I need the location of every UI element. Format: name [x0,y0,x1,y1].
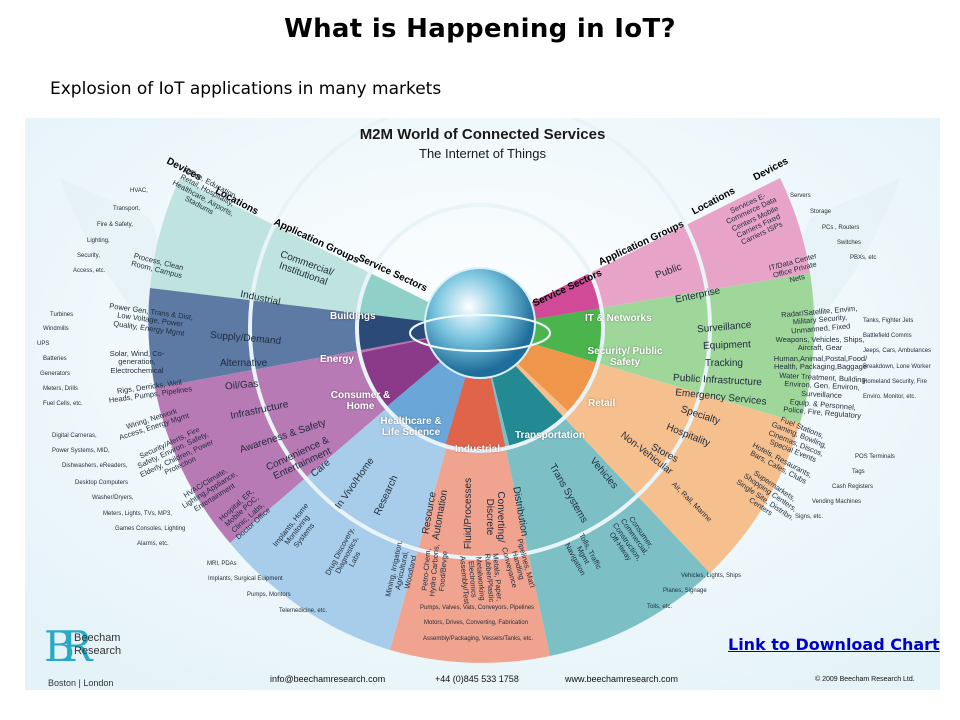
dev-buildings-1: Transport, [113,206,141,212]
dev-consumer-3: Desktop Computers [75,480,129,486]
dev-retail-3: Vending Machines [812,499,862,505]
dev-trans-2: Tolls, etc. [647,604,673,610]
footer-website: www.beechamresearch.com [565,674,679,684]
dev-buildings-5: Access, etc. [73,268,106,274]
sector-healthcare: Healthcare & Life Science [380,416,442,438]
dev-health-1: Implants, Surgical Euipment [208,576,283,582]
sector-buildings: Buildings [330,311,376,322]
dev-consumer-6: Games Consoles, Lighting [115,526,186,532]
dev-buildings-4: Security, [77,253,100,259]
sector-retail: Retail [588,398,616,409]
group-alternative: Alternative [220,358,268,369]
dev-energy-2: UPS [37,341,50,347]
dev-retail-0: POS Terminals [855,454,895,460]
dev-energy-6: Fuel Cells, etc. [43,401,83,407]
group-equipment: Equipment [702,339,751,352]
dev-retail-2: Cash Registers [832,484,874,490]
dev-health-0: MRI, PDAs [207,561,237,567]
dev-buildings-3: Lighting, [87,238,110,244]
dev-energy-4: Generators [40,371,71,377]
dev-security-4: Homeland Security, Fire [863,379,927,385]
slide-subtitle: Explosion of IoT applications in many ma… [50,79,442,99]
dev-energy-0: Turbines [50,312,74,318]
dev-consumer-0: Digital Carneras, [52,433,97,439]
dev-buildings-0: HVAC, [130,188,148,194]
logo-name-line1: Beecham [74,632,121,644]
dev-it-2: PCs , Routers [822,225,860,231]
dev-consumer-4: Washer/Dryers, [92,495,134,501]
dev-retail-4: Signs, etc. [795,514,824,520]
dev-security-0: Tanks, Fighter Jets [863,318,914,324]
diagram-graphic [25,118,940,690]
dev-it-3: Switches [837,240,862,246]
dev-energy-3: Batteries [43,356,67,362]
dev-security-3: Breakdown, Lone Worker [863,364,931,370]
dev-industrial-2: Assembly/Packaging, Vessels/Tanks, etc. [423,636,534,642]
group-tracking: Tracking [705,358,743,369]
dev-energy-5: Meters, Drills [43,386,79,392]
loc-energy-alternative: Solar, Wind, Co-generation, Electrochemi… [109,349,165,375]
dev-consumer-5: Meters, Lights, TVs, MP3, [103,511,172,517]
dev-trans-1: Planes, Signage [663,588,707,594]
beecham-logo: BR Beecham Research Boston | London [40,626,160,689]
footer-phone: +44 (0)845 533 1758 [435,674,519,684]
sector-energy: Energy [320,354,354,365]
dev-buildings-2: Fire & Safety, [97,222,133,228]
sector-transportation: Transportation [515,430,586,441]
dev-security-1: Battlefield Comms [863,333,912,339]
dev-security-2: Jeeps, Cars, Ambulances [863,348,932,354]
dev-it-0: Servers [790,193,811,199]
group-converting: Converting/ Discrete [484,491,506,543]
diagram-subtitle: The Internet of Things [419,146,546,161]
sector-security: Security/ Public Safety [587,346,663,368]
dev-retail-1: Tags [852,469,865,475]
sector-consumer-home: Consumer & Home [330,390,391,412]
group-fluid-processes: Fluid/Processes [463,477,475,550]
download-chart-link[interactable]: Link to Download Chart [728,635,940,654]
loc-industrial-fluid: Petro-Chem, Hydro Carbons, Food/Bevge [419,543,449,597]
logo-name-line2: Research [74,644,122,657]
dev-trans-0: Vehicles, Lights, Ships [681,573,742,579]
dev-industrial-0: Pumps, Valves, Vats, Conveyors, Pipeline… [420,605,535,611]
loc-security-tracking: Human,Animal,Postal,Food/ Health, Packag… [773,354,868,372]
loc-security-equipment: Weapons, Vehicles, Ships, Aircraft, Gear [775,335,865,353]
dev-security-5: Enviro. Monitor, etc. [863,394,917,400]
dev-consumer-1: Power Systems, MID, [52,448,110,454]
logo-cities: Boston | London [48,678,114,688]
sector-it-networks: IT & Networks [585,313,652,324]
slide-title: What is Happening in IoT? [284,14,676,44]
dev-consumer-2: Dishwashers, eReaders, [62,463,128,469]
dev-industrial-1: Motors, Drives, Converting, Fabrication [424,620,529,626]
footer-copyright: © 2009 Beecham Research Ltd. [815,676,915,683]
dev-energy-1: Windmills [43,326,69,332]
logo-name: Beecham Research [74,632,121,657]
dev-health-2: Pumps, Montors [247,592,291,598]
sector-industrial: Industrial [455,444,501,455]
iot-diagram: M2M World of Connected Services The Inte… [25,118,940,690]
dev-it-4: PBXs, etc [850,255,877,261]
diagram-title: M2M World of Connected Services [359,126,606,143]
dev-it-1: Storage [810,209,832,215]
footer-email: info@beechamresearch.com [270,674,386,684]
dev-consumer-7: Alarms, etc. [137,541,169,547]
dev-health-3: Telemedicine, etc. [279,608,328,614]
